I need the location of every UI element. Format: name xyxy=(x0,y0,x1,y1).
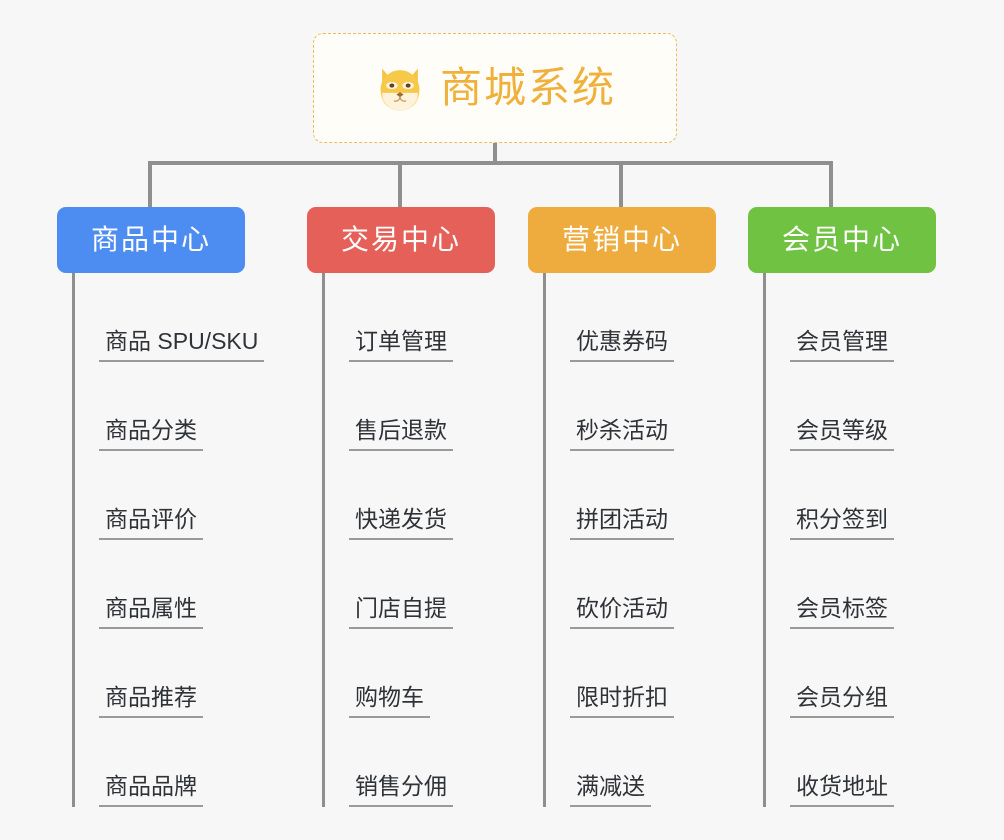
leaf-item[interactable]: 销售分佣 xyxy=(325,718,495,807)
leaf-item[interactable]: 订单管理 xyxy=(325,273,495,362)
connector-horizontal-bar xyxy=(148,161,832,165)
leaf-label: 会员等级 xyxy=(796,416,888,443)
leaf-label: 购物车 xyxy=(355,683,424,710)
leaf-label: 销售分佣 xyxy=(355,772,447,799)
category-label: 营销中心 xyxy=(561,224,682,255)
leaf-item[interactable]: 拼团活动 xyxy=(546,451,716,540)
leaf-label: 积分签到 xyxy=(796,505,888,532)
category-header-member-center[interactable]: 会员中心 xyxy=(748,207,936,273)
root-node[interactable]: 商城系统 xyxy=(313,33,677,143)
leaf-item[interactable]: 门店自提 xyxy=(325,540,495,629)
shiba-dog-icon xyxy=(380,68,420,111)
leaf-item[interactable]: 售后退款 xyxy=(325,362,495,451)
leaf-item[interactable]: 快递发货 xyxy=(325,451,495,540)
leaf-item[interactable]: 会员等级 xyxy=(766,362,936,451)
leaf-list-product-center: 商品 SPU/SKU 商品分类 商品评价 商品属性 商品推荐 商品品牌 xyxy=(72,273,265,807)
leaf-item[interactable]: 会员管理 xyxy=(766,273,936,362)
column-member-center: 会员中心 会员管理 会员等级 积分签到 会员标签 会员分组 收货地址 xyxy=(748,207,936,807)
connector-drop-3 xyxy=(619,161,623,209)
leaf-label: 会员管理 xyxy=(796,327,888,354)
leaf-label: 砍价活动 xyxy=(576,594,668,621)
leaf-label: 门店自提 xyxy=(355,594,447,621)
leaf-label: 商品分类 xyxy=(105,416,197,443)
leaf-item[interactable]: 商品评价 xyxy=(75,451,245,540)
category-header-trade-center[interactable]: 交易中心 xyxy=(307,207,495,273)
column-product-center: 商品中心 商品 SPU/SKU 商品分类 商品评价 商品属性 商品推荐 商品品牌 xyxy=(57,207,265,807)
category-label: 商品中心 xyxy=(90,224,211,255)
leaf-list-member-center: 会员管理 会员等级 积分签到 会员标签 会员分组 收货地址 xyxy=(763,273,936,807)
leaf-label: 售后退款 xyxy=(355,416,447,443)
column-trade-center: 交易中心 订单管理 售后退款 快递发货 门店自提 购物车 销售分佣 xyxy=(307,207,495,807)
leaf-item[interactable]: 商品分类 xyxy=(75,362,245,451)
leaf-label: 商品评价 xyxy=(105,505,197,532)
leaf-item[interactable]: 商品属性 xyxy=(75,540,245,629)
category-label: 交易中心 xyxy=(340,224,461,255)
leaf-item[interactable]: 商品品牌 xyxy=(75,718,245,807)
leaf-label: 会员分组 xyxy=(796,683,888,710)
connector-drop-1 xyxy=(148,161,152,209)
leaf-item[interactable]: 优惠券码 xyxy=(546,273,716,362)
category-header-product-center[interactable]: 商品中心 xyxy=(57,207,245,273)
leaf-label: 订单管理 xyxy=(355,327,447,354)
leaf-item[interactable]: 会员标签 xyxy=(766,540,936,629)
leaf-item[interactable]: 会员分组 xyxy=(766,629,936,718)
leaf-item[interactable]: 砍价活动 xyxy=(546,540,716,629)
leaf-list-trade-center: 订单管理 售后退款 快递发货 门店自提 购物车 销售分佣 xyxy=(322,273,495,807)
leaf-item[interactable]: 商品推荐 xyxy=(75,629,245,718)
leaf-label: 商品 SPU/SKU xyxy=(105,327,259,354)
leaf-label: 秒杀活动 xyxy=(576,416,668,443)
leaf-label: 会员标签 xyxy=(796,594,888,621)
leaf-list-marketing-center: 优惠券码 秒杀活动 拼团活动 砍价活动 限时折扣 满减送 xyxy=(543,273,716,807)
leaf-item[interactable]: 限时折扣 xyxy=(546,629,716,718)
connector-drop-4 xyxy=(829,161,833,209)
leaf-label: 收货地址 xyxy=(796,772,888,799)
column-marketing-center: 营销中心 优惠券码 秒杀活动 拼团活动 砍价活动 限时折扣 满减送 xyxy=(528,207,716,807)
leaf-label: 限时折扣 xyxy=(576,683,668,710)
leaf-item[interactable]: 商品 SPU/SKU xyxy=(75,273,265,362)
leaf-label: 优惠券码 xyxy=(576,327,668,354)
leaf-label: 商品推荐 xyxy=(105,683,197,710)
leaf-label: 商品属性 xyxy=(105,594,197,621)
category-header-marketing-center[interactable]: 营销中心 xyxy=(528,207,716,273)
leaf-item[interactable]: 满减送 xyxy=(546,718,716,807)
leaf-item[interactable]: 秒杀活动 xyxy=(546,362,716,451)
connector-drop-2 xyxy=(398,161,402,209)
leaf-item[interactable]: 积分签到 xyxy=(766,451,936,540)
root-title: 商城系统 xyxy=(439,64,616,111)
category-label: 会员中心 xyxy=(781,224,902,255)
leaf-label: 满减送 xyxy=(576,772,645,799)
leaf-label: 拼团活动 xyxy=(576,505,668,532)
connector-stem xyxy=(493,143,497,163)
leaf-item[interactable]: 收货地址 xyxy=(766,718,936,807)
leaf-item[interactable]: 购物车 xyxy=(325,629,495,718)
leaf-label: 快递发货 xyxy=(355,505,447,532)
leaf-label: 商品品牌 xyxy=(105,772,197,799)
